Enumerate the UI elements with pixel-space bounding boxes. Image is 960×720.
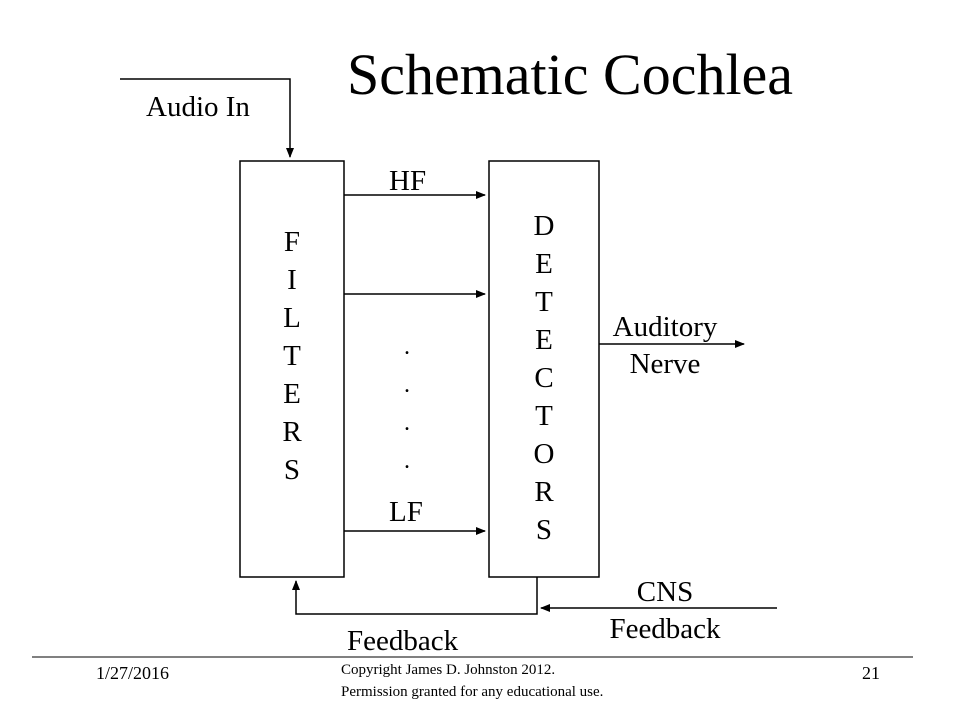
feedback-label: Feedback bbox=[347, 625, 459, 657]
detectors-letter: C bbox=[534, 362, 554, 394]
filters-letter: I bbox=[287, 264, 297, 296]
detectors-letter: E bbox=[535, 248, 553, 280]
auditory-label: Auditory bbox=[612, 311, 718, 343]
audio-in-label: Audio In bbox=[146, 91, 250, 123]
detectors-letter: R bbox=[534, 476, 554, 508]
slide-title: Schematic Cochlea bbox=[346, 42, 794, 107]
detectors-letter: T bbox=[535, 400, 553, 432]
footer-page-number: 21 bbox=[862, 663, 880, 683]
audio-in-arrow bbox=[120, 78, 294, 158]
detectors-label: D E T E C T O R S bbox=[489, 207, 599, 549]
filters-letter: F bbox=[283, 226, 301, 258]
footer-date: 1/27/2016 bbox=[96, 663, 170, 683]
hf-label: HF bbox=[389, 165, 427, 197]
filters-box bbox=[239, 160, 345, 578]
detectors-letter: D bbox=[533, 210, 555, 242]
filters-label: F I L T E R S bbox=[240, 223, 344, 489]
detectors-letter: E bbox=[535, 324, 553, 356]
dot: . bbox=[404, 334, 410, 360]
feedback-arrow bbox=[292, 577, 538, 615]
filters-letter: T bbox=[283, 340, 301, 372]
filters-letter: R bbox=[282, 416, 302, 448]
footer-copyright-line1: Copyright James D. Johnston 2012. bbox=[341, 662, 556, 678]
lf-label: LF bbox=[389, 496, 423, 528]
dot: . bbox=[404, 372, 410, 398]
filters-letter: L bbox=[283, 302, 301, 334]
cns-label: CNS bbox=[636, 576, 694, 608]
nerve-label: Nerve bbox=[629, 348, 701, 380]
detectors-letter: S bbox=[535, 514, 553, 546]
filters-letter: E bbox=[283, 378, 301, 410]
detectors-letter: T bbox=[535, 286, 553, 318]
cns-feedback-label: Feedback bbox=[609, 613, 721, 645]
dot: . bbox=[404, 410, 410, 436]
dot: . bbox=[404, 448, 410, 474]
detectors-box bbox=[488, 160, 600, 578]
filters-letter: S bbox=[283, 454, 301, 486]
footer-copyright-line2: Permission granted for any educational u… bbox=[341, 684, 604, 700]
detectors-letter: O bbox=[533, 438, 555, 470]
ellipsis-dots: . . . . bbox=[392, 328, 422, 480]
